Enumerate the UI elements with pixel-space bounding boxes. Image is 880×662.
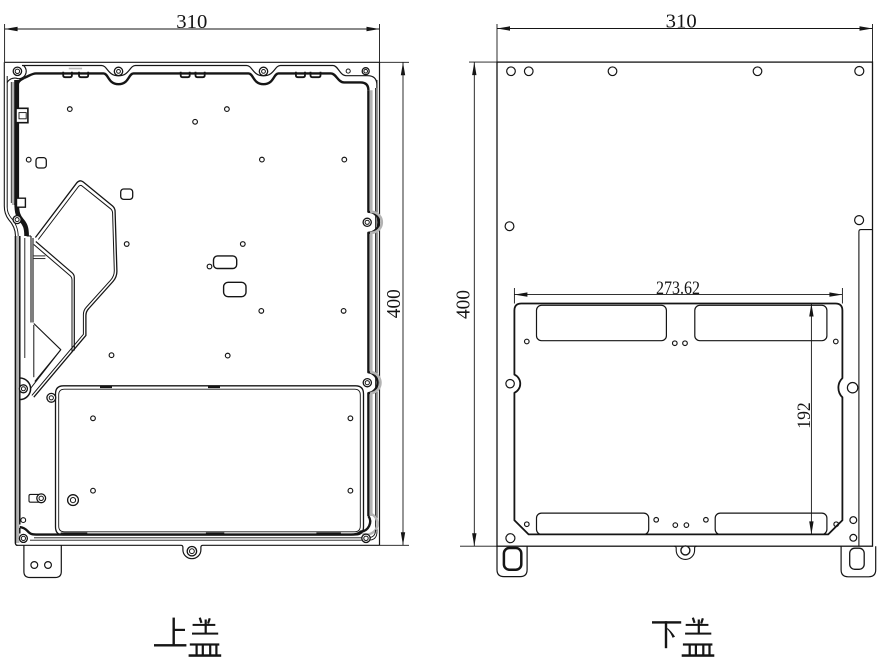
- svg-text:310: 310: [176, 12, 207, 33]
- svg-text:400: 400: [454, 290, 475, 319]
- svg-text:310: 310: [666, 11, 697, 32]
- svg-text:400: 400: [384, 289, 405, 318]
- svg-text:192: 192: [795, 402, 815, 429]
- svg-text:273.62: 273.62: [656, 279, 700, 299]
